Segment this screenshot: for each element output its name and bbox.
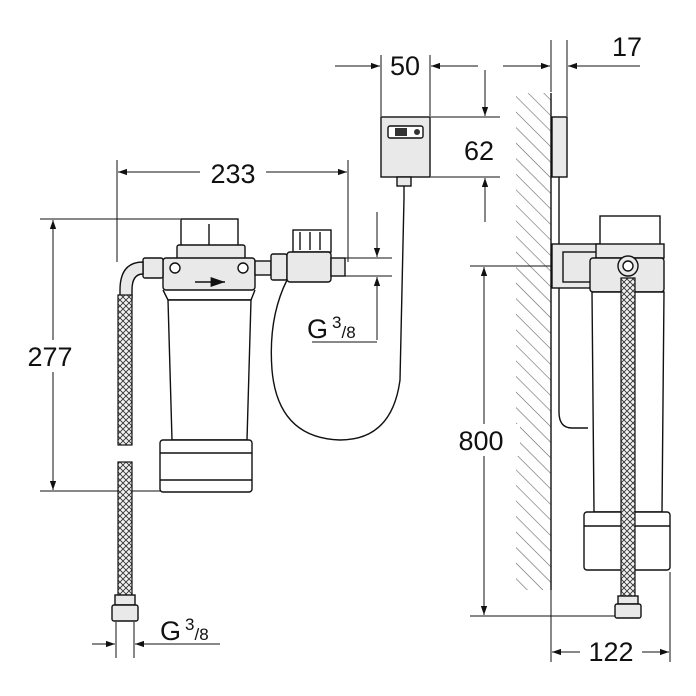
dimension-50-label: 50 bbox=[390, 51, 420, 81]
dimension-17: 17 bbox=[503, 32, 642, 116]
supply-hose bbox=[111, 294, 139, 622]
dimension-62: 62 bbox=[431, 70, 500, 222]
filter-head bbox=[162, 218, 256, 301]
sensor-cable bbox=[270, 197, 405, 441]
dimension-277: 277 bbox=[14, 218, 180, 492]
filter-cartridge bbox=[159, 299, 253, 493]
dimension-277-label: 277 bbox=[27, 342, 72, 372]
inlet-connector bbox=[119, 257, 164, 299]
dimension-800-label: 800 bbox=[458, 426, 503, 456]
supply-hose-side bbox=[614, 255, 642, 619]
dimension-50: 50 bbox=[335, 51, 478, 116]
dimension-800: 800 bbox=[448, 265, 620, 617]
dimension-233: 233 bbox=[116, 158, 349, 262]
dimension-122: 122 bbox=[550, 572, 671, 667]
display-unit bbox=[380, 116, 431, 198]
wall-hatch bbox=[516, 93, 551, 590]
dimension-17-label: 17 bbox=[612, 32, 642, 62]
display-unit-side bbox=[551, 116, 568, 178]
dimension-122-label: 122 bbox=[588, 637, 633, 667]
front-view: 233 277 bbox=[14, 51, 500, 658]
dimension-233-label: 233 bbox=[210, 159, 255, 189]
dimension-62-label: 62 bbox=[464, 136, 494, 166]
side-view: 17 800 bbox=[448, 32, 671, 667]
outlet-valve bbox=[254, 229, 346, 283]
